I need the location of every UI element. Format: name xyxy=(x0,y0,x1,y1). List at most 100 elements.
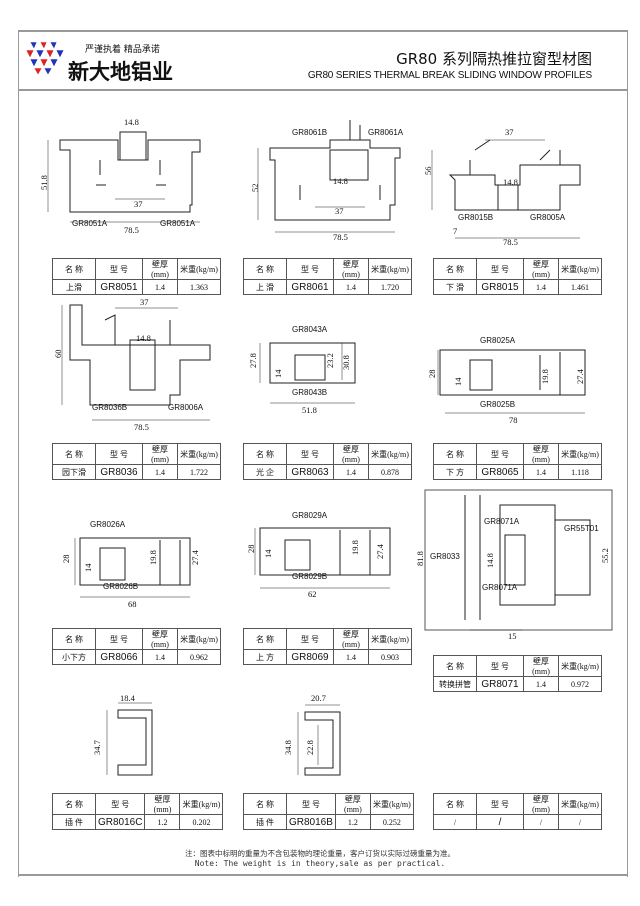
value-cell: GR8065 xyxy=(476,464,524,480)
dim-label: 28 xyxy=(246,544,256,554)
header-cell: 米重(kg/m) xyxy=(177,443,221,465)
part-label: GR8006A xyxy=(168,403,204,412)
part-label: GR8025A xyxy=(480,336,516,345)
header-cell: 米重(kg/m) xyxy=(558,793,602,815)
footer-note-en: Note: The weight is in theory,sale as pe… xyxy=(194,859,446,868)
header-cell: 型 号 xyxy=(95,258,143,280)
part-label: GR8043B xyxy=(292,388,328,397)
dim-label: 28 xyxy=(427,369,437,379)
part-label: GR8015B xyxy=(458,213,494,222)
header-cell: 名 称 xyxy=(433,443,477,465)
dim-label: 14.8 xyxy=(503,177,518,187)
header-cell: 壁厚(mm) xyxy=(333,258,369,280)
header-cell: 米重(kg/m) xyxy=(558,443,602,465)
part-label: GR8036B xyxy=(92,403,128,412)
profile-gr8016c xyxy=(106,702,153,776)
value-cell: 1.2 xyxy=(144,814,181,830)
profile-gr8036 xyxy=(61,304,211,421)
spec-table-header: 名 称型 号壁厚(mm)米重(kg/m) xyxy=(52,443,221,465)
spec-table: 名 称型 号壁厚(mm)米重(kg/m)//// xyxy=(433,793,602,830)
header-cell: 名 称 xyxy=(243,793,287,815)
header-cell: 壁厚(mm) xyxy=(142,443,178,465)
dim-label: 68 xyxy=(128,599,137,609)
dim-label: 34.8 xyxy=(283,740,293,755)
value-cell: 小下方 xyxy=(52,649,96,665)
value-cell: 插 件 xyxy=(243,814,287,830)
value-cell: / xyxy=(558,814,602,830)
header-cell: 米重(kg/m) xyxy=(369,793,414,815)
header-cell: 壁厚(mm) xyxy=(142,258,178,280)
spec-table-header: 名 称型 号壁厚(mm)米重(kg/m) xyxy=(433,793,602,815)
spec-table-header: 名 称型 号壁厚(mm)米重(kg/m) xyxy=(433,443,602,465)
part-label: GR8033 xyxy=(430,552,460,561)
part-label: GR8071A xyxy=(484,517,520,526)
company-slogan: 严谨执着 精品承诺 xyxy=(85,45,160,55)
dim-label: 78.5 xyxy=(333,232,348,242)
value-cell: GR8016C xyxy=(94,814,146,830)
part-label: GR8026A xyxy=(90,520,126,529)
spec-table-header: 名 称型 号壁厚(mm)米重(kg/m) xyxy=(433,258,602,280)
value-cell: GR8051 xyxy=(95,279,143,295)
value-cell: / xyxy=(433,814,477,830)
dim-label: 37 xyxy=(335,206,344,216)
dim-label: 27.8 xyxy=(248,353,258,368)
dim-label: 14 xyxy=(273,369,283,379)
dim-label: 14.8 xyxy=(485,553,495,568)
dim-label: 78.5 xyxy=(503,237,518,247)
value-cell: 1.4 xyxy=(333,279,369,295)
header-cell: 型 号 xyxy=(286,258,334,280)
value-cell: 转换拼管 xyxy=(433,676,477,692)
value-cell: 上滑 xyxy=(52,279,96,295)
value-cell: 0.903 xyxy=(368,649,412,665)
header-cell: 型 号 xyxy=(476,655,524,677)
header-cell: 名 称 xyxy=(433,258,477,280)
dim-label: 60 xyxy=(53,349,63,359)
header-cell: 名 称 xyxy=(243,628,287,650)
part-label: GR8051A xyxy=(160,219,196,228)
dim-label: 14 xyxy=(453,377,463,387)
spec-table-header: 名 称型 号壁厚(mm)米重(kg/m) xyxy=(52,628,221,650)
value-cell: 园下滑 xyxy=(52,464,96,480)
value-cell: 1.118 xyxy=(558,464,602,480)
header-divider xyxy=(18,89,627,91)
dim-label: 22.8 xyxy=(305,740,315,755)
value-cell: / xyxy=(476,814,524,830)
page-title-cn: GR80 系列隔热推拉窗型材图 xyxy=(396,50,592,68)
header-cell: 名 称 xyxy=(52,258,96,280)
dim-label: 14 xyxy=(83,563,93,573)
dim-label: 30.8 xyxy=(341,355,351,370)
header-cell: 壁厚(mm) xyxy=(333,628,369,650)
header-cell: 米重(kg/m) xyxy=(177,258,221,280)
dim-label: 34.7 xyxy=(92,740,102,755)
part-label: GR8071A xyxy=(482,583,518,592)
header-cell: 米重(kg/m) xyxy=(558,655,602,677)
dim-label: 78 xyxy=(509,415,518,425)
part-label: GR8061B xyxy=(292,128,328,137)
dim-label: 78.5 xyxy=(134,422,149,432)
value-cell: 1.4 xyxy=(523,279,559,295)
profile-gr8026 xyxy=(74,537,191,598)
dim-label: 27.4 xyxy=(190,550,200,565)
value-cell: 1.4 xyxy=(333,649,369,665)
header-cell: 名 称 xyxy=(243,258,287,280)
value-cell: 插 件 xyxy=(52,814,96,830)
page-title-en: GR80 SERIES THERMAL BREAK SLIDING WINDOW… xyxy=(307,70,592,81)
header-cell: 型 号 xyxy=(286,443,334,465)
header-cell: 型 号 xyxy=(95,443,143,465)
dim-label: 14.8 xyxy=(333,176,348,186)
profile-gr8029 xyxy=(254,527,391,589)
dim-label: 56 xyxy=(423,166,433,176)
value-cell: GR8066 xyxy=(95,649,143,665)
profile-gr8051 xyxy=(47,131,201,223)
dim-label: 81.8 xyxy=(415,551,425,566)
